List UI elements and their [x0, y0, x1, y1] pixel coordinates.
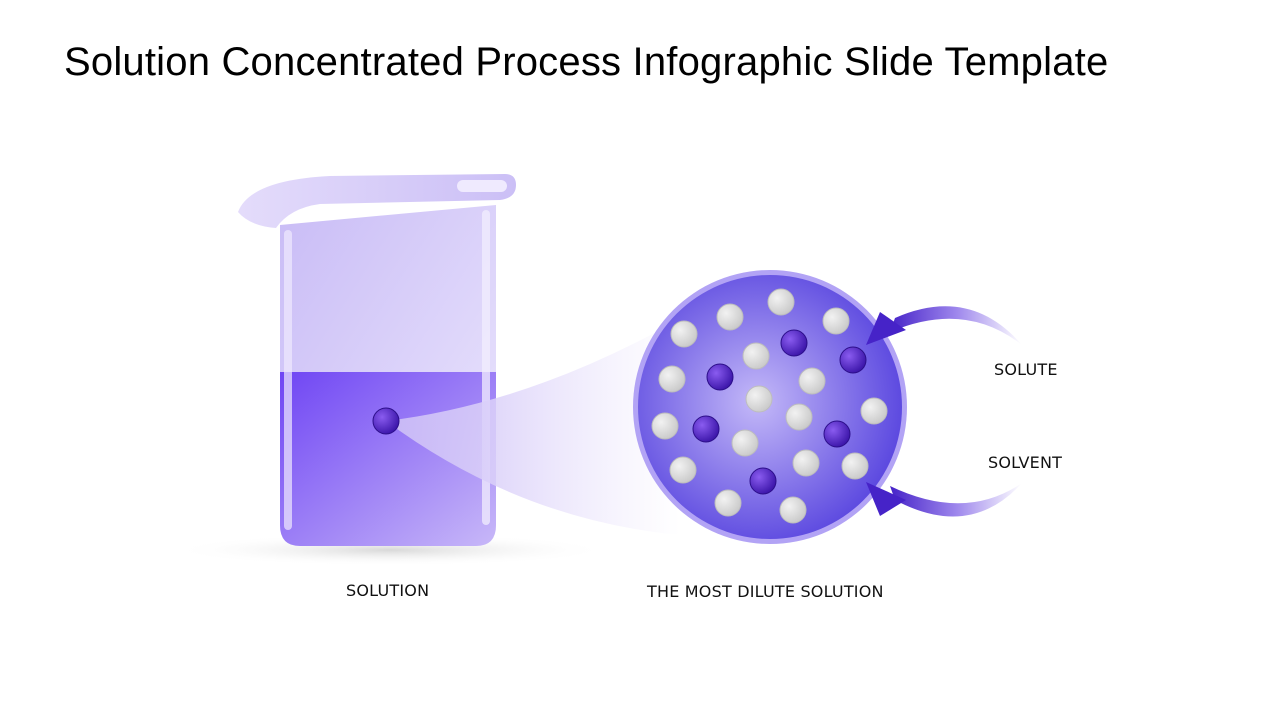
- label-solute: SOLUTE: [994, 360, 1058, 379]
- solvent-particle: [716, 303, 744, 331]
- solvent-particle: [742, 342, 770, 370]
- label-most-dilute-solution: THE MOST DILUTE SOLUTION: [647, 582, 884, 601]
- solute-particle: [823, 420, 851, 448]
- solvent-arrow-icon: [866, 482, 1022, 517]
- solvent-particle: [779, 496, 807, 524]
- solvent-particle: [822, 307, 850, 335]
- solute-particle: [839, 346, 867, 374]
- solvent-particle: [785, 403, 813, 431]
- solvent-particle: [841, 452, 869, 480]
- solute-particle: [692, 415, 720, 443]
- magnification-beam: [386, 330, 680, 535]
- particle-group: [651, 288, 888, 524]
- solvent-particle: [658, 365, 686, 393]
- beaker: [238, 174, 516, 546]
- solvent-particle: [767, 288, 795, 316]
- solute-particle: [749, 467, 777, 495]
- solute-particle: [780, 329, 808, 357]
- solvent-particle: [669, 456, 697, 484]
- solvent-particle: [860, 397, 888, 425]
- solvent-particle: [798, 367, 826, 395]
- solvent-particle: [745, 385, 773, 413]
- solvent-particle: [792, 449, 820, 477]
- magnified-circle: [638, 275, 902, 539]
- solute-arrow-icon: [866, 306, 1022, 345]
- solvent-particle: [670, 320, 698, 348]
- beaker-shadow: [170, 534, 610, 566]
- slide-title: Solution Concentrated Process Infographi…: [64, 40, 1109, 84]
- solute-particle: [706, 363, 734, 391]
- solvent-particle: [714, 489, 742, 517]
- label-solution: SOLUTION: [346, 581, 430, 600]
- solvent-particle: [731, 429, 759, 457]
- sample-particle: [372, 407, 400, 435]
- label-solvent: SOLVENT: [988, 453, 1063, 472]
- solvent-particle: [651, 412, 679, 440]
